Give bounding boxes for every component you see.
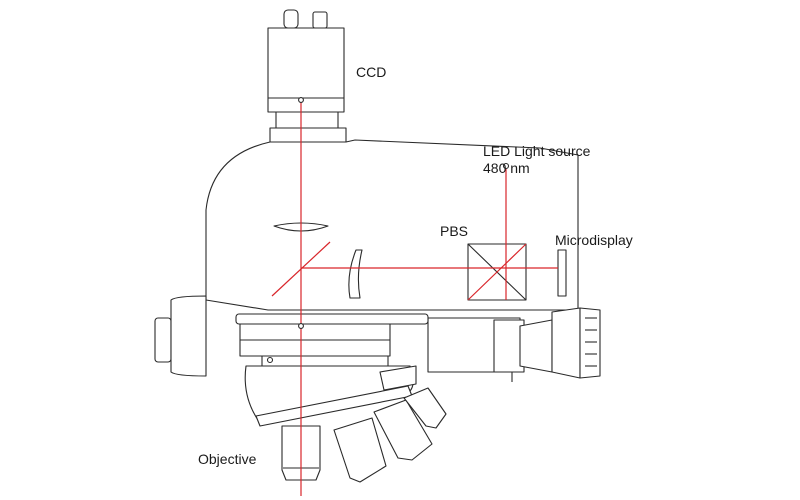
- objective-turret: [244, 365, 417, 427]
- focus-knob: [154, 295, 207, 377]
- led-wavelength-label: 480 nm: [483, 160, 530, 176]
- optical-path: [271, 100, 558, 496]
- pbs-label: PBS: [440, 223, 468, 239]
- microdisplay-label: Microdisplay: [555, 232, 633, 248]
- microscope-body: [205, 139, 579, 311]
- ccd-label: CCD: [356, 64, 386, 80]
- led-source-label: LED Light source: [483, 143, 591, 159]
- stage-ring: [235, 313, 429, 367]
- optics: [273, 162, 567, 301]
- ccd-camera: [267, 9, 347, 143]
- objective-label: Objective: [198, 451, 257, 467]
- side-tube: [427, 307, 601, 382]
- axis-markers: [298, 97, 304, 329]
